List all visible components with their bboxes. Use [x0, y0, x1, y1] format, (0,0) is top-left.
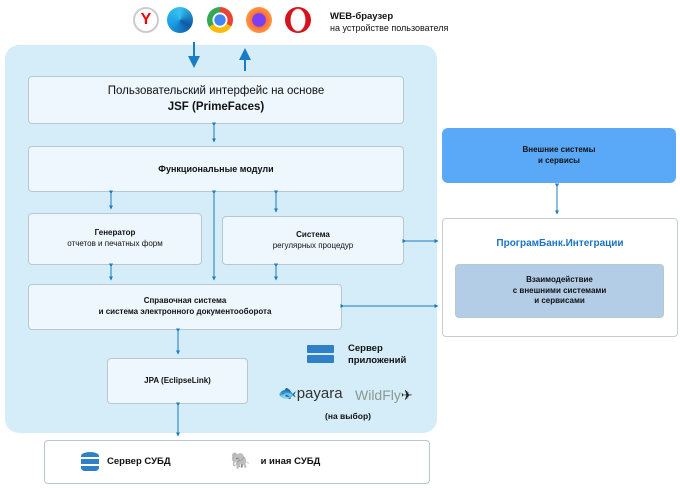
appserver-choice: (на выбор) — [325, 411, 372, 421]
reference-line2: и система электронного документооборота — [98, 307, 272, 316]
inner-line1: Взаимодействие — [526, 274, 593, 284]
system-box: Система регулярных процедур — [222, 216, 404, 265]
db-box: Сервер СУБД 🐘 и иная СУБД — [44, 440, 430, 484]
external-systems-box: Внешние системы и сервисы — [442, 128, 676, 183]
generator-box: Генератор отчетов и печатных форм — [28, 213, 202, 265]
generator-subtitle: отчетов и печатных форм — [67, 239, 163, 248]
jpa-box: JPA (EclipseLink) — [107, 358, 248, 404]
modules-box: Функциональные модули — [28, 146, 404, 192]
server-icon — [307, 345, 334, 363]
generator-title: Генератор — [94, 228, 136, 238]
appserver-line2: приложений — [348, 355, 407, 367]
chrome-icon — [207, 7, 233, 33]
ui-line2: JSF (PrimeFaces) — [167, 101, 265, 113]
payara-text: payara — [296, 385, 343, 402]
postgresql-logo: 🐘 — [230, 453, 251, 471]
ui-line1: Пользовательский интерфейс на основе — [107, 85, 325, 98]
reference-box: Справочная система и система электронног… — [28, 284, 342, 330]
edge-icon — [167, 7, 193, 33]
opera-icon — [285, 7, 311, 33]
reference-line1: Справочная система — [143, 296, 227, 306]
system-subtitle: регулярных процедур — [272, 240, 354, 250]
inner-line2: с внешними системами — [512, 285, 607, 295]
browser-title: WEB-браузер — [330, 11, 394, 22]
firefox-icon — [246, 7, 272, 33]
wildfly-logo: WildFly✈ — [355, 387, 413, 403]
external-line2: и сервисы — [537, 155, 581, 165]
integration-inner-box: Взаимодействие с внешними системами и се… — [455, 264, 664, 318]
inner-line3: и сервисами — [534, 296, 585, 306]
browser-subtitle: на устройстве пользователя — [330, 23, 449, 33]
database-icon — [81, 452, 99, 472]
db-other-label: и иная СУБД — [260, 455, 321, 467]
jpa-title: JPA (EclipseLink) — [144, 375, 211, 385]
payara-logo: 🐟payara — [278, 385, 343, 402]
wildfly-text: WildFly — [355, 387, 401, 403]
appserver-label: Сервер приложений — [348, 343, 406, 368]
ui-layer-box: Пользовательский интерфейс на основе JSF… — [28, 76, 404, 124]
db-server-label: Сервер СУБД — [107, 455, 171, 467]
modules-title: Функциональные модули — [158, 163, 274, 174]
system-title: Система — [296, 229, 330, 239]
integration-box: ПрограмБанк.Интеграции Взаимодействие с … — [442, 218, 678, 337]
integration-title: ПрограмБанк.Интеграции — [496, 238, 624, 249]
yandex-browser-icon: Y — [133, 7, 159, 33]
external-line1: Внешние системы — [522, 144, 596, 154]
appserver-line1: Сервер — [348, 343, 383, 354]
